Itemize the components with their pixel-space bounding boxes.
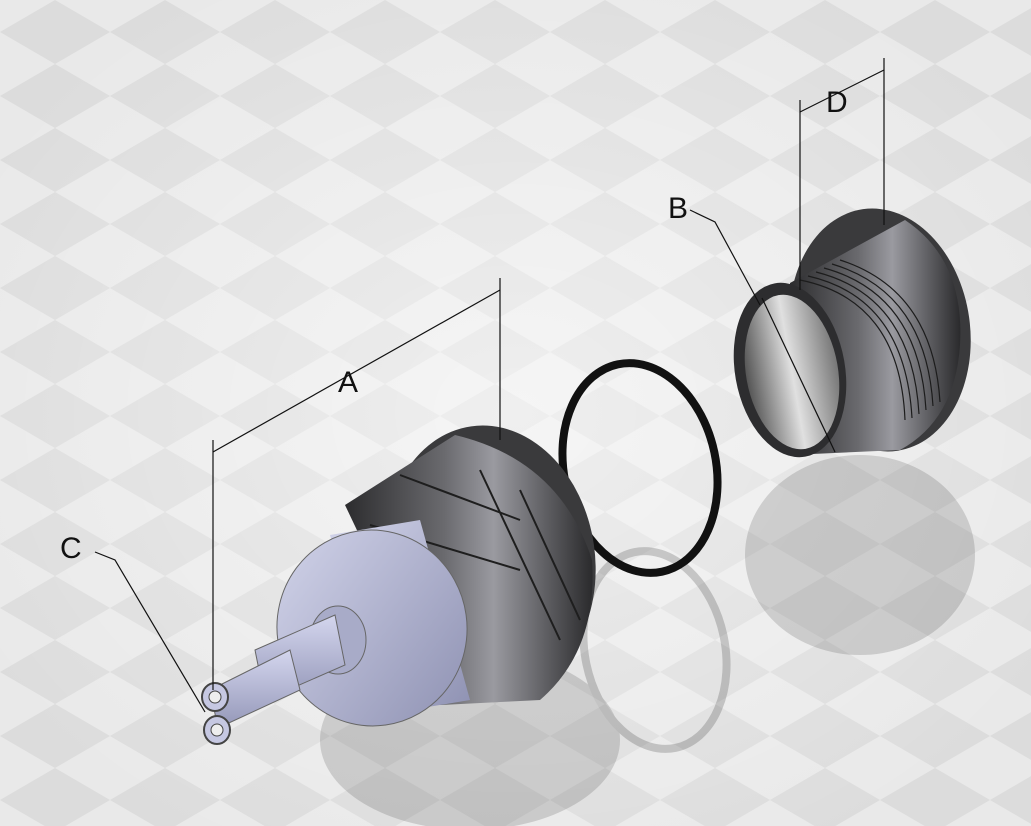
seal-insert xyxy=(276,520,470,727)
cable-tubes xyxy=(201,614,346,745)
dimension-label-b: B xyxy=(668,192,688,225)
dimension-label-d: D xyxy=(826,86,848,119)
dimension-lines xyxy=(94,58,885,713)
dimension-label-c: C xyxy=(60,532,82,565)
dimension-label-a: A xyxy=(338,366,358,399)
threaded-body xyxy=(733,208,971,458)
